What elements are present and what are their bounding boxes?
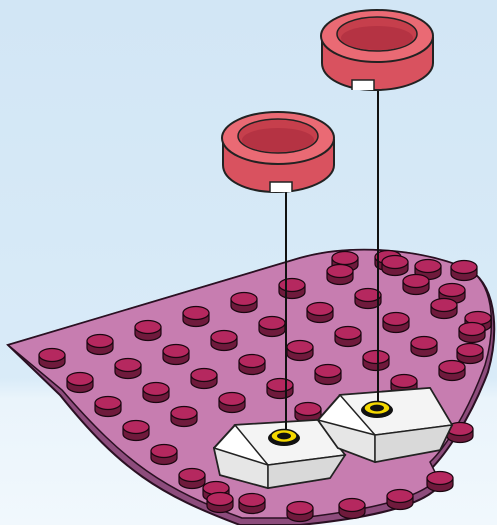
baseplate-stud bbox=[219, 393, 245, 413]
baseplate-stud bbox=[123, 421, 149, 441]
baseplate-stud bbox=[382, 256, 408, 276]
baseplate-stud bbox=[335, 327, 361, 347]
baseplate-stud bbox=[451, 261, 477, 281]
baseplate-stud bbox=[459, 323, 485, 343]
baseplate-stud bbox=[279, 279, 305, 299]
baseplate-stud bbox=[363, 351, 389, 371]
red-round-cap-right-icon bbox=[321, 10, 433, 90]
baseplate-stud bbox=[191, 369, 217, 389]
baseplate-stud bbox=[67, 373, 93, 393]
baseplate-stud bbox=[87, 335, 113, 355]
baseplate-stud bbox=[143, 383, 169, 403]
baseplate-stud bbox=[267, 379, 293, 399]
baseplate-stud bbox=[287, 341, 313, 361]
baseplate-stud bbox=[307, 303, 333, 323]
baseplate-stud bbox=[171, 407, 197, 427]
baseplate-stud bbox=[457, 344, 483, 364]
baseplate-stud bbox=[163, 345, 189, 365]
baseplate-stud bbox=[339, 499, 365, 519]
baseplate-stud bbox=[439, 361, 465, 381]
baseplate-stud bbox=[431, 299, 457, 319]
baseplate-stud bbox=[427, 472, 453, 492]
baseplate-stud bbox=[403, 275, 429, 295]
baseplate-stud bbox=[115, 359, 141, 379]
baseplate-stud bbox=[411, 337, 437, 357]
baseplate-stud bbox=[383, 313, 409, 333]
baseplate-stud bbox=[183, 307, 209, 327]
baseplate-stud bbox=[239, 355, 265, 375]
baseplate-stud bbox=[39, 349, 65, 369]
baseplate-stud bbox=[151, 445, 177, 465]
baseplate-stud bbox=[259, 317, 285, 337]
baseplate-stud bbox=[135, 321, 161, 341]
baseplate-stud bbox=[95, 397, 121, 417]
baseplate-stud bbox=[287, 502, 313, 522]
baseplate-stud bbox=[315, 365, 341, 385]
baseplate-stud bbox=[231, 293, 257, 313]
baseplate-stud bbox=[207, 493, 233, 513]
red-round-cap-left-icon bbox=[222, 112, 334, 192]
baseplate-stud bbox=[327, 265, 353, 285]
baseplate-stud bbox=[387, 490, 413, 510]
baseplate-stud bbox=[239, 494, 265, 514]
baseplate-stud bbox=[211, 331, 237, 351]
baseplate-stud bbox=[179, 469, 205, 489]
